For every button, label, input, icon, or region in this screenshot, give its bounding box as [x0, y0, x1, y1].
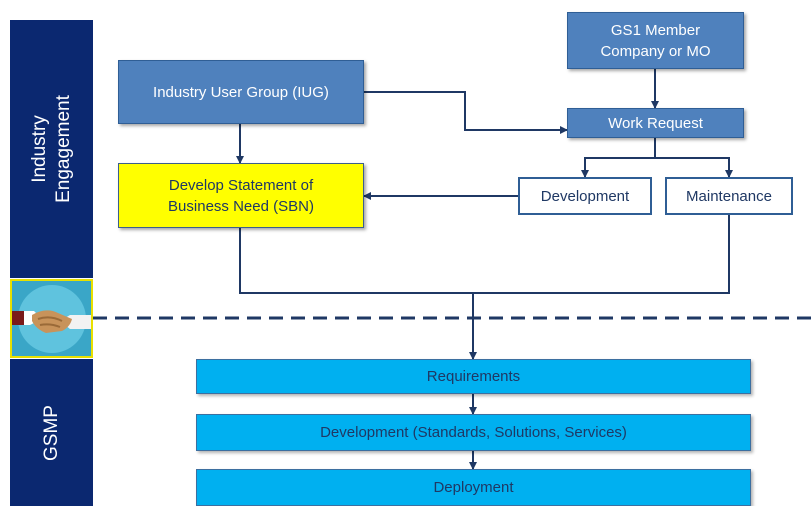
development-standards-label: Development (Standards, Solutions, Servi…	[320, 424, 627, 441]
gs1-member-label: GS1 Member Company or MO	[600, 21, 711, 60]
industry-engagement-band: Industry Engagement	[10, 20, 93, 278]
work-request-label: Work Request	[608, 114, 703, 132]
development-standards-box: Development (Standards, Solutions, Servi…	[196, 414, 751, 451]
handshake-icon	[10, 279, 93, 358]
development-label: Development	[540, 187, 630, 205]
requirements-label: Requirements	[426, 368, 521, 385]
iug-box: Industry User Group (IUG)	[118, 60, 364, 124]
requirements-box: Requirements	[196, 359, 751, 394]
gsmp-band: GSMP	[10, 359, 93, 506]
gs1-member-box: GS1 Member Company or MO	[567, 12, 744, 69]
sbn-label: Develop Statement of Business Need (SBN)	[168, 176, 314, 215]
work-request-box: Work Request	[567, 108, 744, 138]
sbn-box: Develop Statement of Business Need (SBN)	[118, 163, 364, 228]
development-box: Development	[518, 177, 652, 215]
deployment-box: Deployment	[196, 469, 751, 506]
maintenance-box: Maintenance	[665, 177, 793, 215]
maintenance-label: Maintenance	[686, 187, 772, 205]
deployment-label: Deployment	[433, 479, 514, 496]
iug-label: Industry User Group (IUG)	[153, 83, 329, 101]
